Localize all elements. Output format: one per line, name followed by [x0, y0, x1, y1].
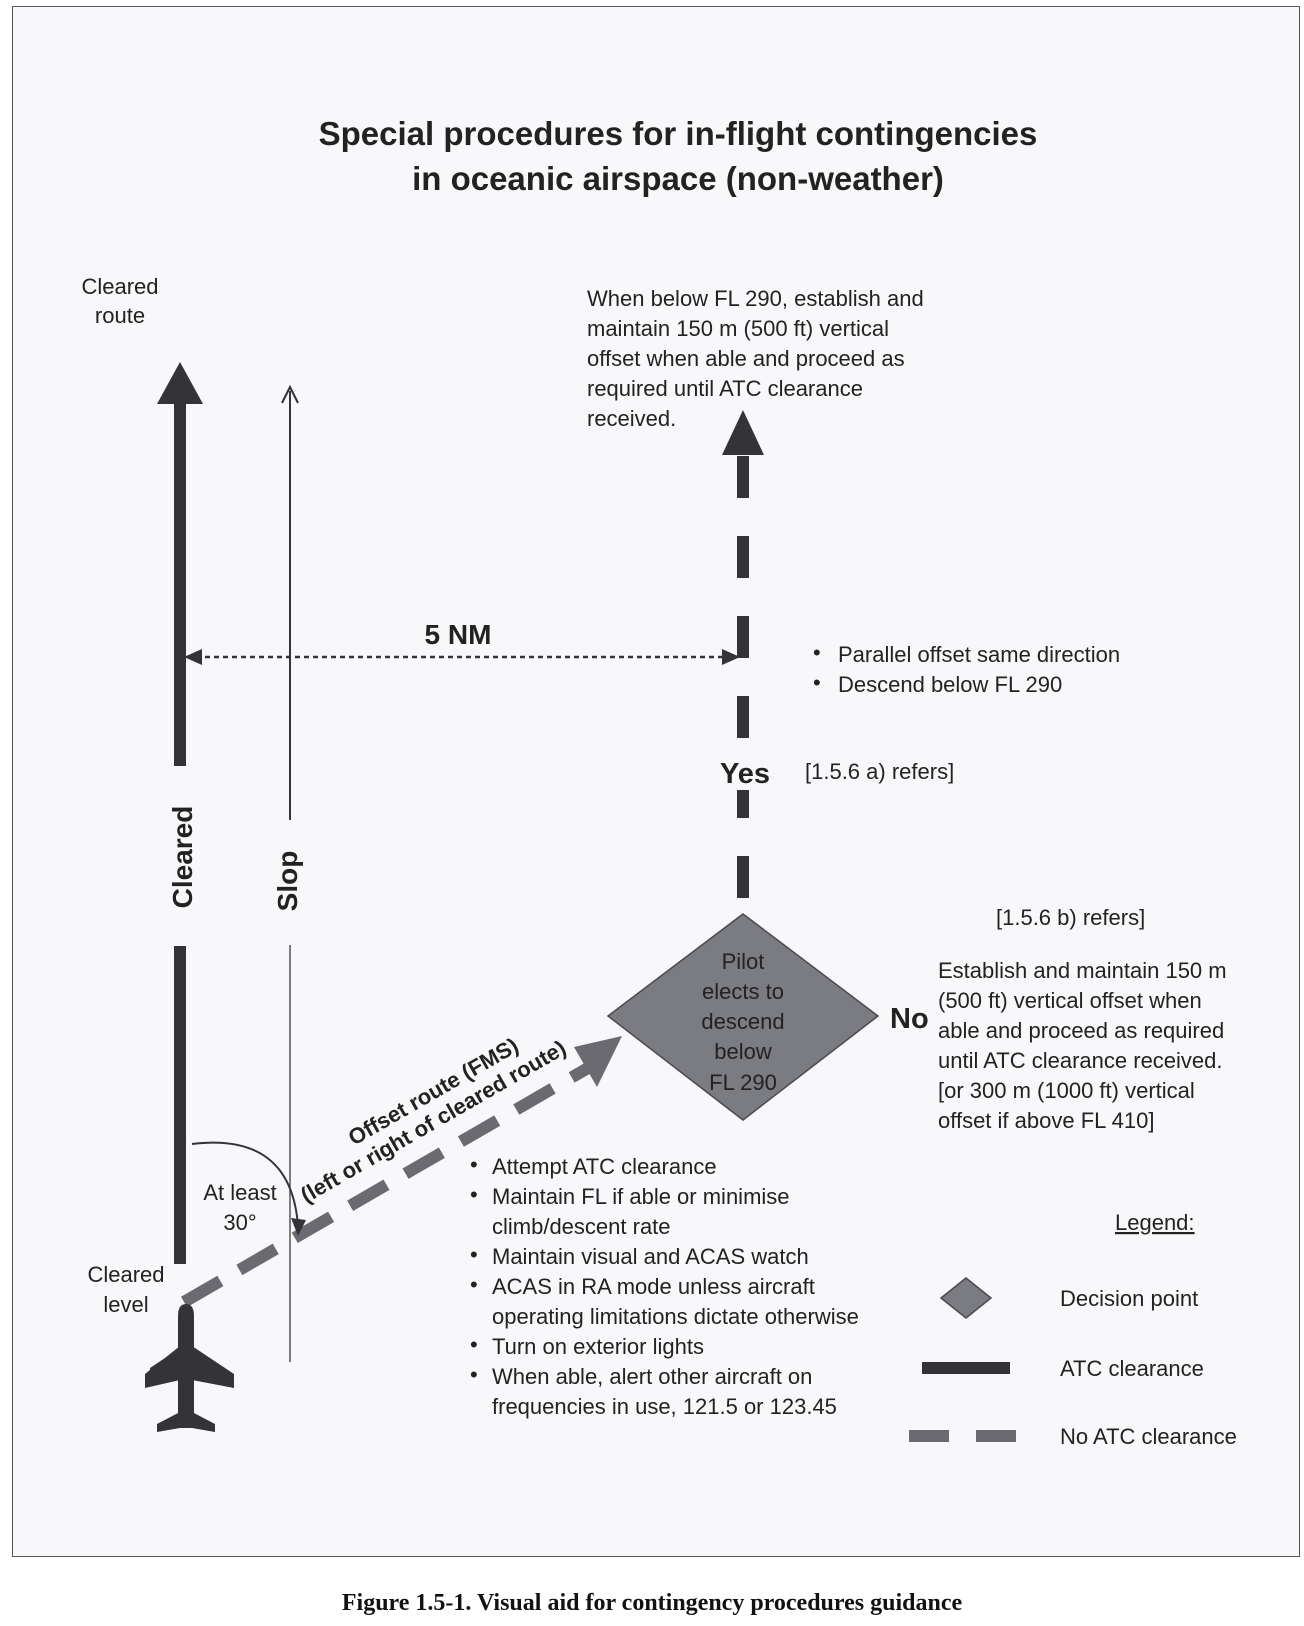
cleared-vertical-label: Cleared — [167, 806, 198, 909]
decision-text-line: FL 290 — [709, 1070, 777, 1095]
five-nm-dimension — [184, 649, 740, 665]
yes-text-line: required until ATC clearance — [587, 376, 863, 401]
yes-branch-arrow — [722, 410, 764, 910]
legend-atc-label: ATC clearance — [1060, 1356, 1204, 1381]
action-bullet-line: frequencies in use, 121.5 or 123.45 — [492, 1394, 837, 1419]
distance-label: 5 NM — [425, 619, 492, 650]
decision-text-line: below — [714, 1039, 772, 1064]
bullet-dot: • — [470, 1272, 478, 1297]
cleared-route-arrowhead — [157, 362, 203, 404]
legend-decision-label: Decision point — [1060, 1286, 1198, 1311]
angle-arc — [191, 1141, 299, 1227]
action-bullet-line: Turn on exterior lights — [492, 1334, 704, 1359]
angle-label-line1: At least — [203, 1180, 276, 1205]
no-text-line: [or 300 m (1000 ft) vertical — [938, 1078, 1195, 1103]
figure-caption: Figure 1.5-1. Visual aid for contingency… — [341, 1590, 963, 1616]
cleared-route-label-line2: route — [95, 303, 145, 328]
parallel-bullet-item: Descend below FL 290 — [838, 672, 1062, 697]
action-bullet-line: Attempt ATC clearance — [492, 1154, 717, 1179]
dimension-arrowhead-left — [184, 649, 202, 665]
bullet-dot: • — [470, 1242, 478, 1267]
angle-label-line2: 30° — [223, 1210, 256, 1235]
no-text-line: (500 ft) vertical offset when — [938, 988, 1202, 1013]
decision-diamond — [606, 913, 880, 1121]
legend-atc-line-icon — [922, 1362, 1010, 1374]
cleared-route-line-lower — [174, 946, 186, 1264]
cleared-route-arrow — [157, 362, 203, 1264]
cleared-route-label-line1: Cleared — [81, 274, 158, 299]
legend-no-atc-dash-icon — [976, 1430, 1016, 1442]
yes-text-line: offset when able and proceed as — [587, 346, 905, 371]
dimension-arrowhead-right — [722, 649, 740, 665]
action-bullet-line: Maintain FL if able or minimise — [492, 1184, 790, 1209]
slop-line — [281, 384, 299, 1362]
yes-label: Yes — [720, 758, 770, 790]
yes-text-line: received. — [587, 406, 676, 431]
legend-no-atc-dash-icon — [909, 1430, 949, 1442]
bullet-dot: • — [470, 1152, 478, 1177]
figure-frame — [12, 6, 1300, 1557]
yes-branch-arrowhead — [722, 410, 764, 455]
yes-branch-text: When below FL 290, establish and maintai… — [587, 286, 924, 431]
offset-route-arrow — [180, 1036, 622, 1308]
ref-a-label: [1.5.6 a) refers] — [805, 759, 954, 784]
no-text-line: offset if above FL 410] — [938, 1108, 1154, 1133]
yes-text-line: When below FL 290, establish and — [587, 286, 924, 311]
no-text-line: able and proceed as required — [938, 1018, 1224, 1043]
yes-text-line: maintain 150 m (500 ft) vertical — [587, 316, 889, 341]
decision-text-line: Pilot — [722, 949, 765, 974]
no-text-line: until ATC clearance received. — [938, 1048, 1223, 1073]
legend-title: Legend: — [1115, 1210, 1195, 1235]
action-bullets: • Attempt ATC clearance • Maintain FL if… — [470, 1152, 859, 1419]
legend: Legend: Decision point ATC clearance No … — [909, 1210, 1237, 1449]
legend-no-atc-label: No ATC clearance — [1060, 1424, 1237, 1449]
bullet-dot: • — [813, 640, 821, 665]
action-bullet-line: When able, alert other aircraft on — [492, 1364, 812, 1389]
angle-arc-arrowhead — [291, 1218, 306, 1236]
parallel-bullets: • Parallel offset same direction • Desce… — [813, 640, 1120, 697]
diagram-title-line1: Special procedures for in-flight conting… — [319, 115, 1038, 152]
bullet-dot: • — [470, 1332, 478, 1357]
action-bullet-line: Maintain visual and ACAS watch — [492, 1244, 809, 1269]
action-bullet-line: ACAS in RA mode unless aircraft — [492, 1274, 815, 1299]
ref-b-label: [1.5.6 b) refers] — [996, 905, 1145, 930]
parallel-bullet-item: Parallel offset same direction — [838, 642, 1120, 667]
decision-text: Pilot elects to descend below FL 290 — [701, 949, 784, 1095]
aircraft-icon — [145, 1304, 234, 1432]
decision-text-line: elects to — [702, 979, 784, 1004]
cleared-route-line-upper — [174, 400, 186, 766]
action-bullet-line: operating limitations dictate otherwise — [492, 1304, 859, 1329]
slop-arrowhead — [281, 384, 299, 404]
bullet-dot: • — [813, 670, 821, 695]
action-bullet-line: climb/descent rate — [492, 1214, 671, 1239]
cleared-level-label-line1: Cleared — [87, 1262, 164, 1287]
cleared-level-label-line2: level — [103, 1292, 148, 1317]
no-text-line: Establish and maintain 150 m — [938, 958, 1227, 983]
no-label: No — [890, 1003, 929, 1035]
yes-label-backdrop — [718, 750, 776, 790]
diagram-title-line2: in oceanic airspace (non-weather) — [412, 160, 944, 197]
slop-vertical-label: Slop — [272, 851, 303, 912]
offset-route-arrowhead — [574, 1036, 622, 1087]
no-branch-text: Establish and maintain 150 m (500 ft) ve… — [938, 958, 1227, 1133]
bullet-dot: • — [470, 1362, 478, 1387]
decision-text-line: descend — [701, 1009, 784, 1034]
legend-decision-icon — [939, 1277, 993, 1319]
offset-route-label-line2: (left or right of cleared route) — [296, 1035, 570, 1208]
bullet-dot: • — [470, 1182, 478, 1207]
